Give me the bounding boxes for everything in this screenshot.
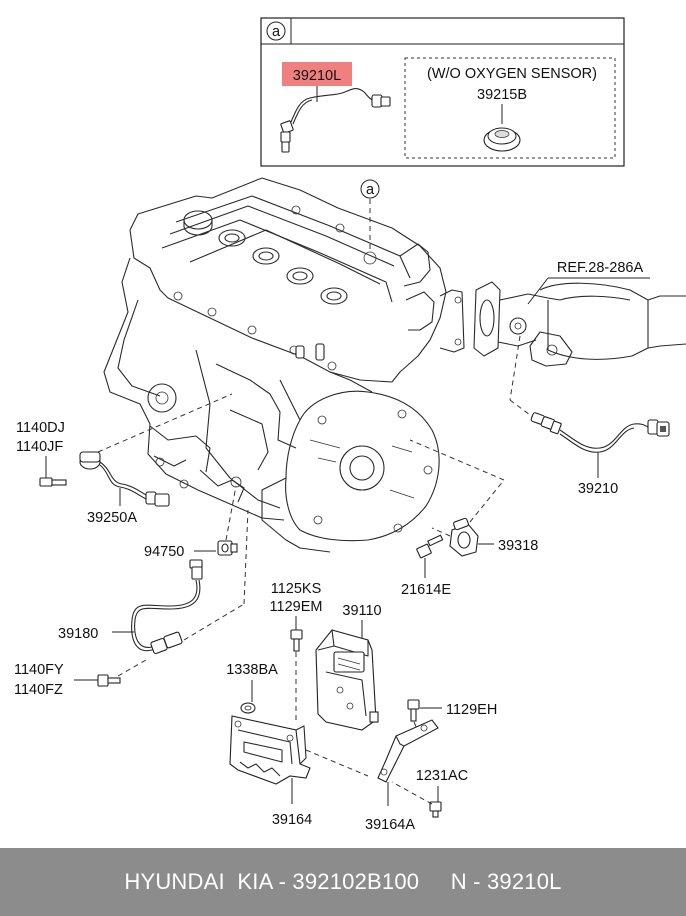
part-label-39250a: 39250A [87,510,137,526]
inset-marker-circle [266,21,286,41]
part-label-94750: 94750 [144,544,184,560]
part-label-39210: 39210 [578,481,618,497]
part-label-1140fy: 1140FY [14,662,64,678]
inset-marker-label: a [272,24,281,40]
highlight-part-label: 39210L [293,68,341,84]
highlight-badge [282,62,352,86]
bolt-1140-icon [39,477,67,487]
footer-bar: HYUNDAI KIA - 392102B100 N - 39210L [0,848,686,916]
part-label-1140dj: 1140DJ [16,420,65,436]
part-label-39110: 39110 [342,603,381,619]
part-label-1140fz: 1140FZ [14,682,63,698]
part-label-1140jf: 1140JF [16,439,63,455]
oxygen-sensor-39210-icon [530,412,670,478]
oil-pressure-switch-94750-icon [217,540,238,556]
washer-1338ba-icon [240,702,256,714]
part-label-39318: 39318 [498,538,538,554]
part-label-1129em: 1129EM [270,599,323,615]
main-marker-circle [360,179,380,199]
bolt-1125ks-icon [290,629,303,652]
crank-sensor-39180-icon [131,559,203,655]
catalytic-converter-drawing: REF.28-286A [473,260,686,419]
bolt-21614e-icon [416,534,444,559]
bolt-1231ac-icon [429,801,442,818]
cam-position-sensor-39318-icon [449,517,479,557]
part-label-1338ba: 1338BA [226,662,278,678]
knock-sensor-39250a-icon [79,451,170,507]
parts-diagram: a 39210L (W/O OXYGEN SENSOR) 39215B a [14,17,686,833]
bolt-1140fy-icon [97,674,121,687]
ecu-39110-icon [315,629,379,731]
inset-box: a 39210L (W/O OXYGEN SENSOR) 39215B [260,17,625,167]
main-marker-label: a [366,182,375,198]
part-label-21614e: 21614E [401,582,451,598]
part-label-1129eh: 1129EH [446,702,497,718]
part-label-1125ks: 1125KS [271,581,322,597]
ecu-bracket-39164a-icon [377,719,439,783]
part-label-39180: 39180 [58,626,98,642]
alt-option-box [404,57,616,159]
part-label-39164a: 39164A [365,817,415,833]
reference-label: REF.28-286A [557,260,644,276]
alt-option-note: (W/O OXYGEN SENSOR) [427,66,597,82]
inset-oxygen-sensor-icon [280,88,391,153]
alt-part-label: 39215B [477,87,527,103]
part-label-39164: 39164 [272,812,312,828]
footer-part-number: HYUNDAI KIA - 392102B100 N - 39210L [124,869,562,894]
ecu-bracket-39164-icon [229,715,311,785]
part-label-1231ac: 1231AC [416,768,468,784]
bolt-1129eh-icon [407,699,420,722]
engine-block-drawing [103,177,465,553]
plug-cap-icon [483,127,521,152]
